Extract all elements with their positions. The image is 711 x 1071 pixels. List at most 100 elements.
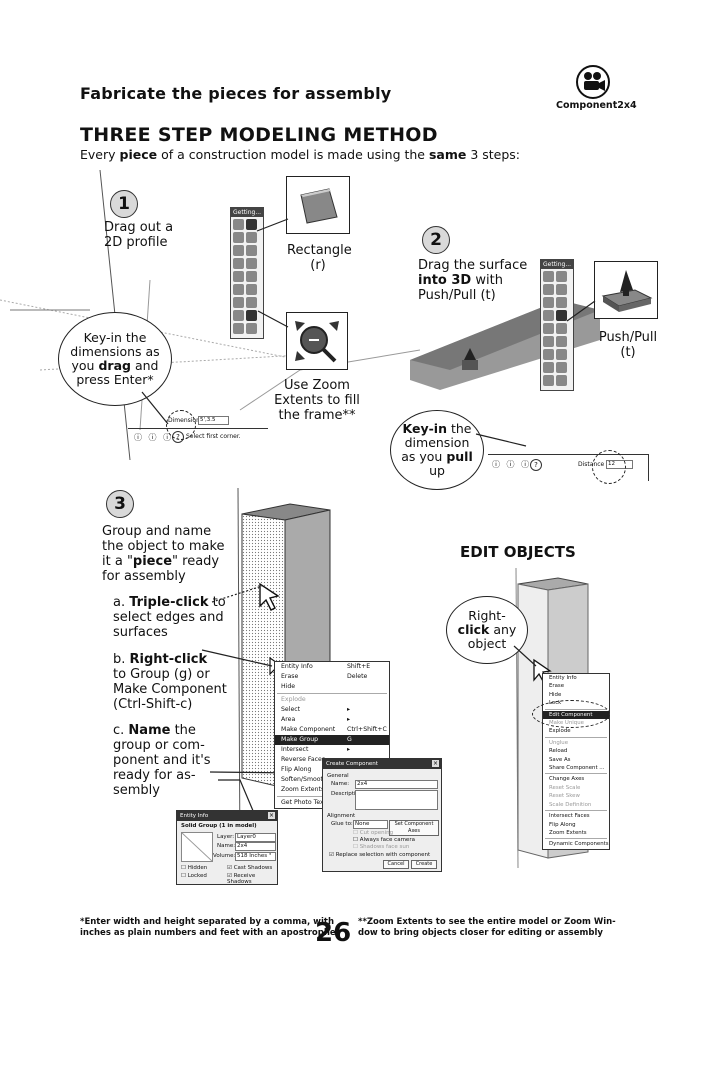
- zoom-tool-icon[interactable]: [233, 310, 244, 321]
- zoom-extents-tool-icon[interactable]: [246, 310, 257, 321]
- component-name-input[interactable]: 2x4: [355, 780, 438, 789]
- shadows-face-sun-checkbox[interactable]: ☐ Shadows face sun: [353, 844, 410, 850]
- menu-item-shortcut: ▸: [347, 706, 351, 713]
- share-icon[interactable]: [556, 375, 567, 386]
- menu-item[interactable]: Explode: [543, 727, 609, 735]
- move-tool-icon[interactable]: [233, 258, 244, 269]
- circle-tool-icon[interactable]: [556, 284, 567, 295]
- entity-name-input[interactable]: 2x4: [235, 842, 276, 851]
- menu-item[interactable]: Reset Scale: [543, 784, 609, 792]
- step2-getting-started-toolbar[interactable]: Getting...: [540, 259, 574, 391]
- locked-checkbox[interactable]: ☐ Locked: [181, 873, 207, 879]
- offset-tool-icon[interactable]: [246, 271, 257, 282]
- cancel-button[interactable]: Cancel: [383, 860, 409, 869]
- menu-item-label: Reload: [549, 748, 568, 755]
- menu-item[interactable]: Select▸: [275, 705, 389, 715]
- tape-tool-icon[interactable]: [233, 284, 244, 295]
- video-camera-icon[interactable]: [574, 64, 612, 100]
- receive-shadows-checkbox[interactable]: ☑ Receive Shadows: [227, 873, 256, 885]
- share-icon[interactable]: [246, 323, 257, 334]
- pushpull-tool-icon[interactable]: [556, 310, 567, 321]
- zoom-tool-icon[interactable]: [543, 362, 554, 373]
- menu-item[interactable]: Area▸: [275, 715, 389, 725]
- menu-item[interactable]: Zoom Extents: [543, 829, 609, 837]
- warehouse-icon[interactable]: [233, 323, 244, 334]
- menu-item[interactable]: Unglue: [543, 739, 609, 747]
- rectangle-tool-icon[interactable]: [556, 271, 567, 282]
- entity-info-panel[interactable]: Entity Info × Solid Group (1 in model) L…: [176, 810, 278, 885]
- eraser-tool-icon[interactable]: [556, 297, 567, 308]
- rotate-tool-icon[interactable]: [233, 271, 244, 282]
- menu-item[interactable]: Erase: [543, 682, 609, 690]
- section-heading: THREE STEP MODELING METHOD: [80, 124, 438, 146]
- pan-tool-icon[interactable]: [246, 297, 257, 308]
- create-component-dialog[interactable]: Create Component × General Name: 2x4 Des…: [322, 758, 442, 872]
- menu-item[interactable]: Intersect Faces: [543, 812, 609, 820]
- hidden-checkbox[interactable]: ☐ Hidden: [181, 865, 208, 871]
- menu-item[interactable]: Dynamic Components: [543, 840, 609, 848]
- menu-item[interactable]: Flip Along: [543, 821, 609, 829]
- cut-opening-checkbox[interactable]: ☐ Cut opening: [353, 830, 394, 836]
- layer-select[interactable]: Layer0: [235, 833, 276, 842]
- set-axes-button[interactable]: Set Component Axes: [389, 820, 439, 836]
- menu-item[interactable]: Reverse Faces: [275, 755, 389, 765]
- menu-item[interactable]: Reload: [543, 747, 609, 755]
- zoom-extents-tool-icon[interactable]: [556, 362, 567, 373]
- orbit-tool-icon[interactable]: [233, 297, 244, 308]
- warehouse-icon[interactable]: [543, 375, 554, 386]
- step1-getting-started-toolbar[interactable]: Getting...: [230, 207, 264, 339]
- video-label[interactable]: Component2x4: [556, 100, 637, 111]
- move-tool-icon[interactable]: [543, 310, 554, 321]
- description-input[interactable]: [355, 790, 438, 810]
- pencil-tool-icon[interactable]: [233, 232, 244, 243]
- menu-item-label: Make Component: [281, 726, 336, 733]
- offset-tool-icon[interactable]: [556, 323, 567, 334]
- paint-tool-icon[interactable]: [556, 336, 567, 347]
- select-tool-icon[interactable]: [543, 271, 554, 282]
- orbit-tool-icon[interactable]: [543, 349, 554, 360]
- paint-tool-icon[interactable]: [246, 284, 257, 295]
- arc-tool-icon[interactable]: [543, 297, 554, 308]
- face-camera-checkbox[interactable]: ☐ Always face camera: [353, 837, 415, 843]
- tape-tool-icon[interactable]: [543, 336, 554, 347]
- menu-item[interactable]: Save As: [543, 756, 609, 764]
- rectangle-icon: [300, 188, 338, 224]
- toolbar-title: Getting...: [231, 208, 263, 217]
- menu-item[interactable]: Share Component ...: [543, 764, 609, 772]
- menu-item[interactable]: Soften/Smooth Ed: [275, 775, 389, 785]
- menu-item[interactable]: Intersect▸: [275, 745, 389, 755]
- rectangle-tool-icon[interactable]: [246, 219, 257, 230]
- menu-item[interactable]: Reset Skew: [543, 792, 609, 800]
- circle-tool-icon[interactable]: [246, 232, 257, 243]
- menu-item[interactable]: Change Axes: [543, 775, 609, 783]
- menu-item-label: Share Component ...: [549, 765, 605, 772]
- menu-item[interactable]: Scale Definition: [543, 801, 609, 809]
- replace-selection-checkbox[interactable]: ☑ Replace selection with component: [329, 852, 431, 858]
- dimensions-input[interactable]: 5',3.5: [198, 416, 229, 425]
- pan-tool-icon[interactable]: [556, 349, 567, 360]
- menu-item[interactable]: Hide: [543, 691, 609, 699]
- menu-item[interactable]: Entity Info: [543, 674, 609, 682]
- glue-select[interactable]: None: [353, 820, 388, 829]
- cast-shadows-checkbox[interactable]: ☑ Cast Shadows: [227, 865, 273, 871]
- rotate-tool-icon[interactable]: [543, 323, 554, 334]
- menu-item[interactable]: Hide: [275, 682, 389, 692]
- material-swatch[interactable]: [181, 832, 213, 862]
- select-tool-icon[interactable]: [233, 219, 244, 230]
- menu-item[interactable]: Zoom Extents: [275, 785, 389, 795]
- close-icon[interactable]: ×: [432, 760, 439, 767]
- menu-item[interactable]: Get Photo Textur: [275, 798, 389, 808]
- help-icon[interactable]: ?: [530, 459, 542, 471]
- create-button[interactable]: Create: [411, 860, 437, 869]
- arc-tool-icon[interactable]: [233, 245, 244, 256]
- pushpull-tool-icon[interactable]: [246, 258, 257, 269]
- close-icon[interactable]: ×: [268, 812, 275, 819]
- pencil-tool-icon[interactable]: [543, 284, 554, 295]
- eraser-tool-icon[interactable]: [246, 245, 257, 256]
- menu-item[interactable]: Explode: [275, 695, 389, 705]
